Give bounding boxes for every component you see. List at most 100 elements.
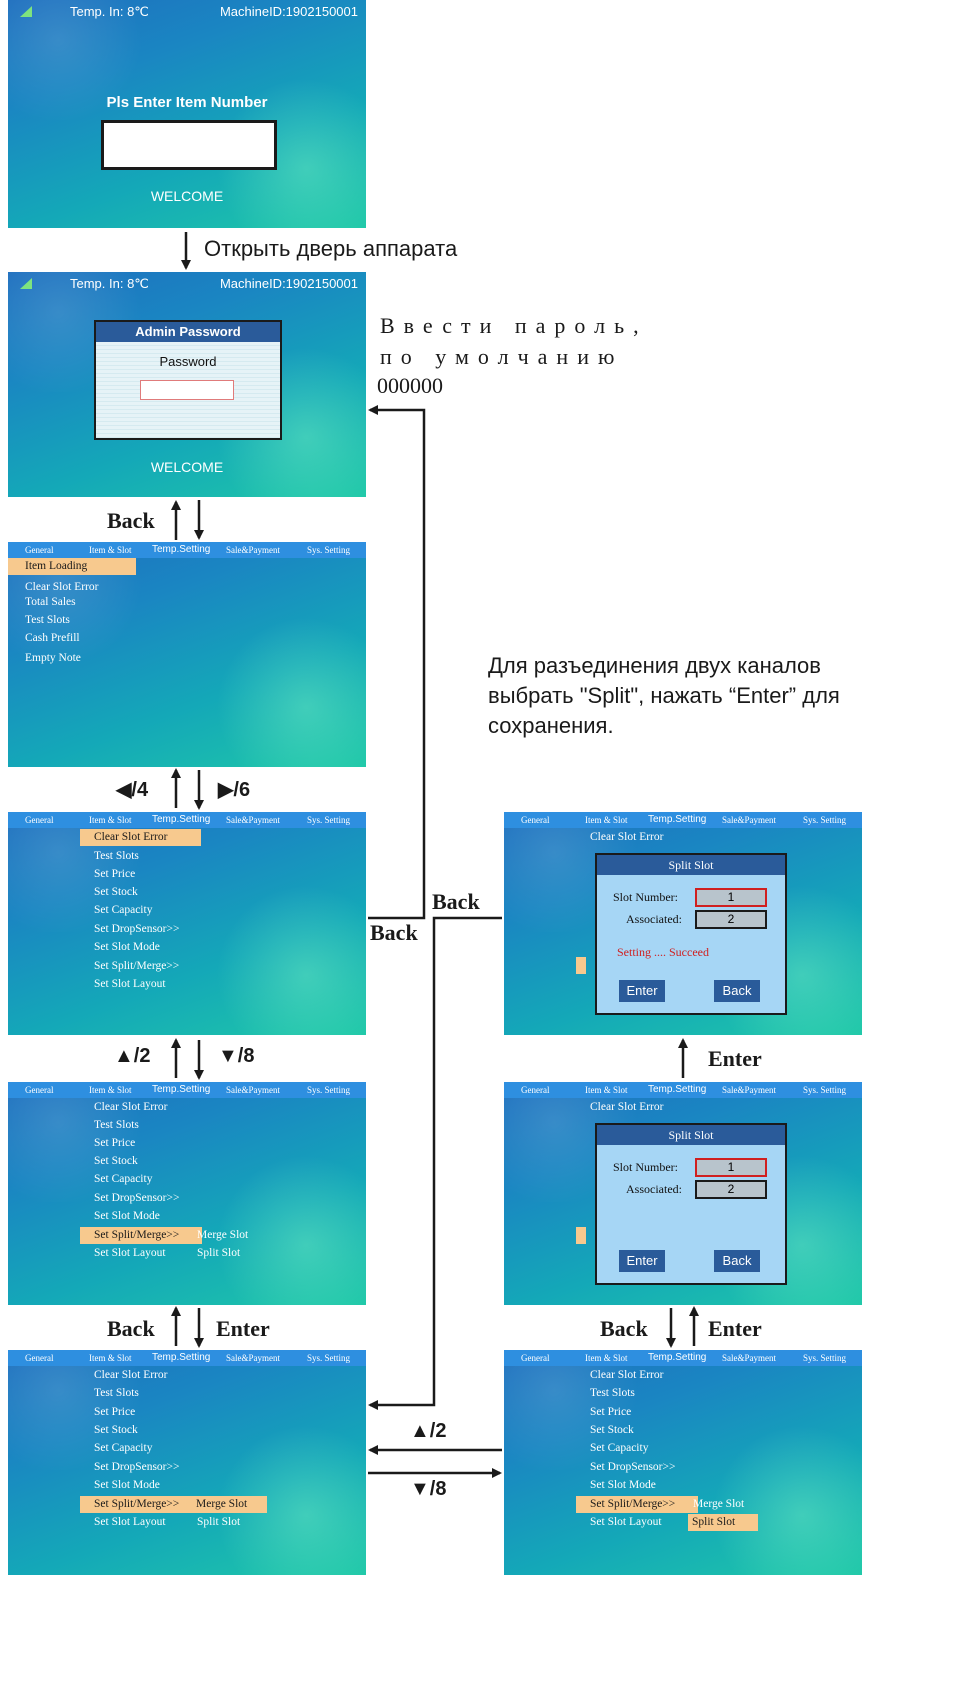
menu-item-set-slot-mode[interactable]: Set Slot Mode — [94, 941, 160, 953]
menu-item-set-split-merge[interactable]: Set Split/Merge>> — [94, 960, 180, 972]
submenu-merge-slot[interactable]: Merge Slot — [192, 1496, 267, 1513]
menu-item-set-price[interactable]: Set Price — [590, 1406, 632, 1418]
menu-item-set-price[interactable]: Set Price — [94, 1137, 136, 1149]
slot-number-field[interactable]: 1 — [695, 888, 767, 907]
tab-temp-setting[interactable]: Temp.Setting — [152, 1352, 211, 1363]
menu-item-clear-slot-error[interactable]: Clear Slot Error — [94, 1369, 168, 1381]
submenu-split-slot[interactable]: Split Slot — [197, 1247, 241, 1259]
menu-item-item-loading[interactable]: Item Loading — [8, 558, 136, 575]
menu-item-clear-slot-error[interactable]: Clear Slot Error — [25, 581, 99, 593]
associated-field[interactable]: 2 — [695, 1180, 767, 1199]
label-down8-bottom: ▼/8 — [410, 1478, 447, 1500]
tab-general[interactable]: General — [521, 815, 550, 825]
tab-general[interactable]: General — [521, 1085, 550, 1095]
menu-item-cash-prefill[interactable]: Cash Prefill — [25, 632, 80, 644]
submenu-merge-slot[interactable]: Merge Slot — [197, 1229, 249, 1241]
submenu-split-slot[interactable]: Split Slot — [688, 1514, 758, 1531]
enter-button[interactable]: Enter — [619, 980, 665, 1002]
tab-sys-setting[interactable]: Sys. Setting — [307, 1085, 351, 1095]
tab-temp-setting[interactable]: Temp.Setting — [152, 1084, 211, 1095]
tab-general[interactable]: General — [25, 815, 54, 825]
tab-sale-payment[interactable]: Sale&Payment — [226, 1085, 280, 1095]
annotation-password-line1: Ввести пароль, — [380, 313, 648, 338]
slot-number-field[interactable]: 1 — [695, 1158, 767, 1177]
menu-item-set-capacity[interactable]: Set Capacity — [590, 1442, 649, 1454]
tab-sale-payment[interactable]: Sale&Payment — [226, 545, 280, 555]
menu-item-clear-slot-error[interactable]: Clear Slot Error — [94, 1101, 168, 1113]
menu-item-empty-note[interactable]: Empty Note — [25, 652, 81, 664]
menu-item-test-slots[interactable]: Test Slots — [94, 1387, 139, 1399]
tab-sys-setting[interactable]: Sys. Setting — [307, 1353, 351, 1363]
menu-item-clear-slot-error[interactable]: Clear Slot Error — [590, 831, 664, 843]
menu-item-set-slot-layout[interactable]: Set Slot Layout — [94, 1247, 166, 1259]
menu-item-set-capacity[interactable]: Set Capacity — [94, 904, 153, 916]
menu-item-set-slot-mode[interactable]: Set Slot Mode — [590, 1479, 656, 1491]
tab-item-slot[interactable]: Item & Slot — [89, 815, 132, 825]
tab-general[interactable]: General — [25, 545, 54, 555]
tab-item-slot[interactable]: Item & Slot — [89, 545, 132, 555]
tab-general[interactable]: General — [25, 1353, 54, 1363]
tab-sys-setting[interactable]: Sys. Setting — [307, 815, 351, 825]
screen-item-entry: Temp. In: 8℃ MachineID:1902150001 Pls En… — [8, 0, 366, 228]
password-input[interactable] — [140, 380, 234, 400]
menu-item-clear-slot-error[interactable]: Clear Slot Error — [590, 1369, 664, 1381]
tab-item-slot[interactable]: Item & Slot — [89, 1353, 132, 1363]
enter-button[interactable]: Enter — [619, 1250, 665, 1272]
split-slot-dialog: Split Slot Slot Number: 1 Associated: 2 … — [595, 1123, 787, 1285]
menu-item-set-split-merge[interactable]: Set Split/Merge>> — [80, 1496, 202, 1513]
menu-item-clear-slot-error[interactable]: Clear Slot Error — [590, 1101, 664, 1113]
menu-item-set-split-merge[interactable]: Set Split/Merge>> — [80, 1227, 202, 1244]
menu-item-set-capacity[interactable]: Set Capacity — [94, 1173, 153, 1185]
menu-item-set-dropsensor[interactable]: Set DropSensor>> — [94, 1192, 180, 1204]
item-number-input[interactable] — [101, 120, 277, 170]
menu-item-set-slot-mode[interactable]: Set Slot Mode — [94, 1210, 160, 1222]
tab-sys-setting[interactable]: Sys. Setting — [803, 1353, 847, 1363]
menu-item-set-capacity[interactable]: Set Capacity — [94, 1442, 153, 1454]
tab-sale-payment[interactable]: Sale&Payment — [722, 1085, 776, 1095]
tab-sys-setting[interactable]: Sys. Setting — [803, 1085, 847, 1095]
menu-item-test-slots[interactable]: Test Slots — [25, 614, 70, 626]
menu-item-set-dropsensor[interactable]: Set DropSensor>> — [94, 923, 180, 935]
menu-item-set-slot-layout[interactable]: Set Slot Layout — [590, 1516, 662, 1528]
menu-item-set-dropsensor[interactable]: Set DropSensor>> — [94, 1461, 180, 1473]
tab-item-slot[interactable]: Item & Slot — [585, 1353, 628, 1363]
tab-sale-payment[interactable]: Sale&Payment — [226, 815, 280, 825]
submenu-merge-slot[interactable]: Merge Slot — [693, 1498, 745, 1510]
back-button[interactable]: Back — [714, 980, 760, 1002]
tab-temp-setting[interactable]: Temp.Setting — [648, 814, 707, 825]
menu-item-test-slots[interactable]: Test Slots — [94, 1119, 139, 1131]
back-button[interactable]: Back — [714, 1250, 760, 1272]
tab-sys-setting[interactable]: Sys. Setting — [307, 545, 351, 555]
menu-item-test-slots[interactable]: Test Slots — [590, 1387, 635, 1399]
menu-item-set-slot-layout[interactable]: Set Slot Layout — [94, 978, 166, 990]
menu-item-test-slots[interactable]: Test Slots — [94, 850, 139, 862]
temperature-readout: Temp. In: 8℃ — [70, 4, 149, 19]
submenu-split-slot[interactable]: Split Slot — [197, 1516, 241, 1528]
tab-item-slot[interactable]: Item & Slot — [89, 1085, 132, 1095]
menu-item-set-stock[interactable]: Set Stock — [590, 1424, 634, 1436]
menu-item-set-price[interactable]: Set Price — [94, 1406, 136, 1418]
tab-temp-setting[interactable]: Temp.Setting — [152, 544, 211, 555]
tab-temp-setting[interactable]: Temp.Setting — [152, 814, 211, 825]
menu-item-total-sales[interactable]: Total Sales — [25, 596, 76, 608]
tab-sys-setting[interactable]: Sys. Setting — [803, 815, 847, 825]
tab-temp-setting[interactable]: Temp.Setting — [648, 1352, 707, 1363]
menu-item-set-slot-layout[interactable]: Set Slot Layout — [94, 1516, 166, 1528]
tab-general[interactable]: General — [25, 1085, 54, 1095]
tab-item-slot[interactable]: Item & Slot — [585, 815, 628, 825]
tab-item-slot[interactable]: Item & Slot — [585, 1085, 628, 1095]
tab-general[interactable]: General — [521, 1353, 550, 1363]
menu-item-set-price[interactable]: Set Price — [94, 868, 136, 880]
tab-sale-payment[interactable]: Sale&Payment — [226, 1353, 280, 1363]
tab-sale-payment[interactable]: Sale&Payment — [722, 1353, 776, 1363]
menu-item-set-split-merge[interactable]: Set Split/Merge>> — [576, 1496, 698, 1513]
menu-item-clear-slot-error[interactable]: Clear Slot Error — [80, 829, 201, 846]
tab-temp-setting[interactable]: Temp.Setting — [648, 1084, 707, 1095]
associated-field[interactable]: 2 — [695, 910, 767, 929]
menu-item-set-stock[interactable]: Set Stock — [94, 1155, 138, 1167]
menu-item-set-slot-mode[interactable]: Set Slot Mode — [94, 1479, 160, 1491]
menu-item-set-stock[interactable]: Set Stock — [94, 1424, 138, 1436]
menu-item-set-stock[interactable]: Set Stock — [94, 886, 138, 898]
menu-item-set-dropsensor[interactable]: Set DropSensor>> — [590, 1461, 676, 1473]
tab-sale-payment[interactable]: Sale&Payment — [722, 815, 776, 825]
